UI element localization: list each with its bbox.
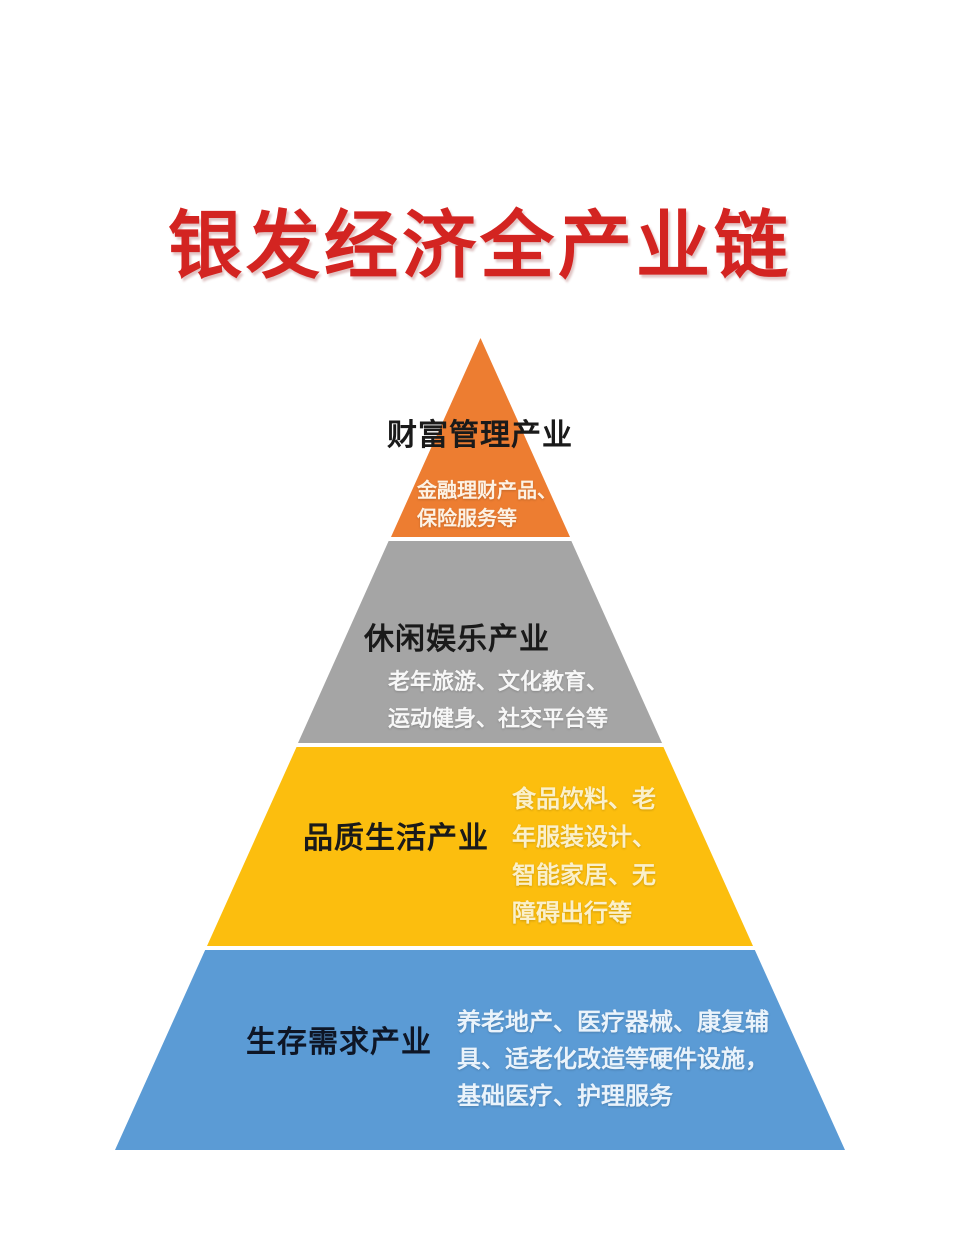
diagram-title: 银发经济全产业链 [168,204,792,287]
tier-survival-needs-label: 生存需求产业 [246,1026,432,1059]
description-line: 金融理财产品、 [417,480,557,502]
description-line: 食品饮料、老 [512,786,656,813]
description-line: 运动健身、社交平台等 [388,706,609,731]
description-line: 基础医疗、护理服务 [457,1083,673,1110]
description-line: 智能家居、无 [512,862,656,889]
tier-quality-life-shape [207,747,753,946]
tier-wealth-management-label: 财富管理产业 [387,419,573,452]
description-line: 年服装设计、 [512,824,656,851]
tier-leisure-entertainment-description: 老年旅游、文化教育、 运动健身、社交平台等 [388,663,608,737]
tier-quality-life-description: 食品饮料、老 年服装设计、 智能家居、无 障碍出行等 [512,781,656,933]
tier-survival-needs-description: 养老地产、医疗器械、康复辅 具、适老化改造等硬件设施， 基础医疗、护理服务 [457,1004,769,1115]
description-line: 障碍出行等 [512,900,632,927]
tier-quality-life-label: 品质生活产业 [303,822,489,855]
description-line: 老年旅游、文化教育、 [388,669,609,694]
tier-survival-needs-shape [115,950,845,1150]
description-line: 具、适老化改造等硬件设施， [457,1046,769,1073]
description-line: 养老地产、医疗器械、康复辅 [457,1009,769,1036]
tier-wealth-management-description: 金融理财产品、 保险服务等 [417,477,557,533]
description-line: 保险服务等 [417,508,517,530]
tier-leisure-entertainment-label: 休闲娱乐产业 [364,623,550,656]
